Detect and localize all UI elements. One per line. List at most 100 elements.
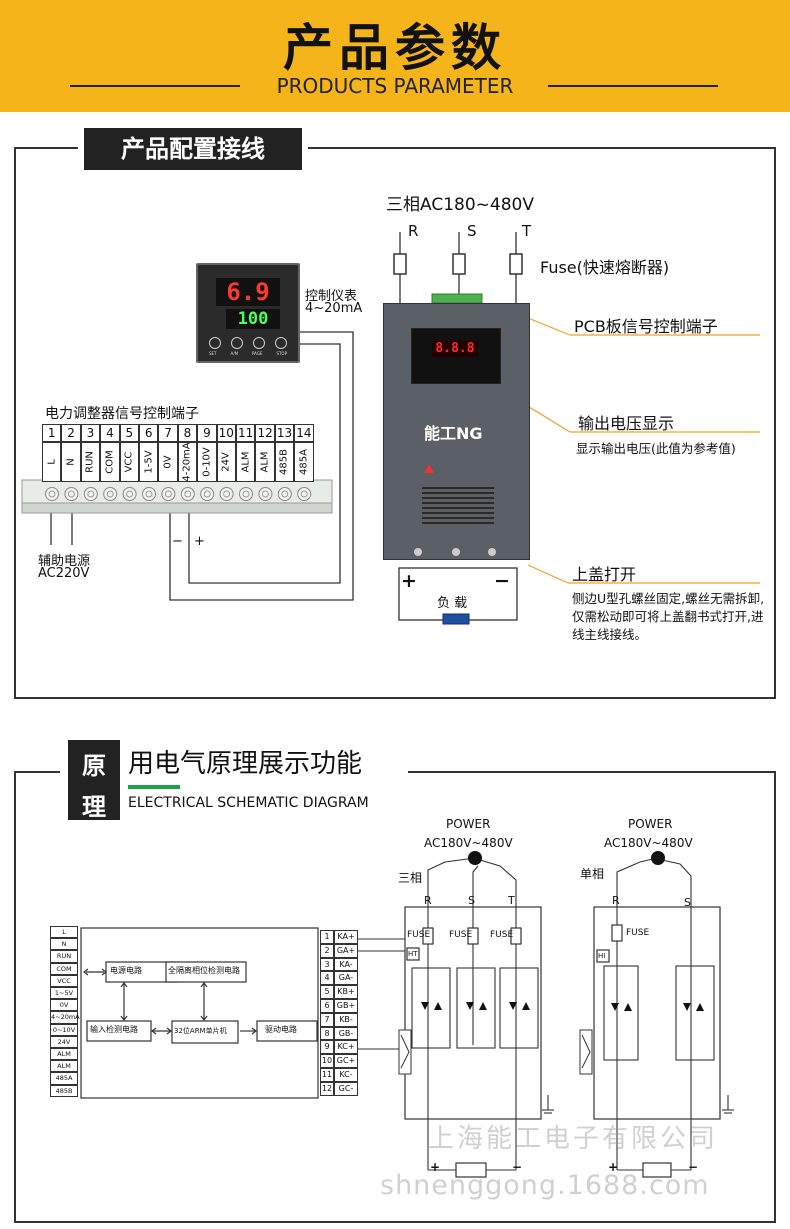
input-terminal: ALM [50,1060,78,1073]
input-detect-block: 输入检测电路 [90,1025,138,1034]
input-terminal: 0~10V [50,1023,78,1036]
output-terminal-number: 3 [320,957,334,972]
page-key-label: PAGE [252,351,263,356]
load-plus: + [401,570,417,592]
output-voltage-note: 显示输出电压(此值为参考值) [576,441,736,456]
am-key-icon[interactable] [231,337,243,349]
am-key-label: A/M [230,351,239,356]
output-terminal: KC- [334,1068,358,1082]
schematic-title: 用电气原理展示功能 [128,749,363,779]
single-phase-label: 单相 [580,867,605,881]
load-minus: − [494,570,510,592]
output-terminal: GA- [334,971,358,986]
pcb-terminal-callout: PCB板信号控制端子 [574,317,718,336]
load-resistor-icon [442,613,470,625]
warning-icon [424,464,434,473]
single-phase-s: S [684,896,691,909]
output-terminal-number: 2 [320,943,334,958]
set-key-label: SET [208,351,217,356]
supply-label: 三相AC180~480V [386,195,534,215]
terminal-label: COM [104,450,116,474]
output-terminal-number: 12 [320,1081,334,1096]
output-terminal: KB+ [334,985,358,999]
three-phase-label: 三相 [398,871,423,885]
screw-w-icon [488,548,496,556]
terminal-screw-icon [219,487,234,501]
terminal-label: 24V [220,452,232,472]
terminal-screw-icon [277,487,292,501]
schematic-subtitle: ELECTRICAL SCHEMATIC DIAGRAM [128,795,369,811]
terminal-label: L [46,459,58,465]
controller-label: 控制仪表 [305,289,358,304]
device-display-panel: 8.8.8 [411,328,501,384]
terminal-screw-icon [239,487,253,501]
output-terminal: GB+ [334,999,358,1013]
plus-terminal-label: + [194,534,205,549]
output-terminal-number: 9 [320,1040,334,1055]
output-terminal-number: 1 [320,930,334,944]
terminal-number: 10 [216,424,236,442]
terminal-label: 0V [162,455,174,469]
phase-s-label: S [467,222,477,240]
output-terminal-number: 6 [320,999,334,1013]
page-subtitle: PRODUCTS PARAMETER [276,74,514,98]
power-regulator-device: 8.8.8 能工NG [383,303,530,560]
terminal-label: 1-5V [143,450,155,474]
output-terminal: KA+ [334,930,358,944]
page-title: 产品参数 [283,19,507,77]
terminal-screw-icon [200,487,215,501]
terminal-screw-icon [122,487,137,501]
stop-key-icon[interactable] [275,337,287,349]
terminal-number: 11 [236,424,256,442]
controller-keys [204,337,292,355]
watermark-url: shnenggong.1688.com [380,1170,710,1201]
input-terminal: RUN [50,950,78,963]
output-terminal-number: 11 [320,1068,334,1082]
device-brand: 能工NG [424,424,483,443]
wiring-section-tag: 产品配置接线 [78,128,308,170]
input-terminal: N [50,938,78,951]
three-phase-power-label: POWER [446,817,491,831]
controller-signal-label: 4~20mA [305,301,363,316]
page-key-icon[interactable] [253,337,265,349]
output-terminal: GB- [334,1026,358,1041]
input-terminal: 485A [50,1072,78,1085]
single-phase-fuse-label: FUSE [626,928,650,938]
single-phase-power-label: POWER [628,817,673,831]
input-terminal: VCC [50,974,78,987]
wiring-section-frame [14,147,776,699]
three-phase-s: S [468,894,475,907]
output-terminal-number: 10 [320,1054,334,1068]
ht-label: HT [408,950,418,958]
three-phase-fuse-label-r: FUSE [407,930,431,940]
single-phase-r: R [612,894,620,907]
stop-key-label: STOP [276,351,287,356]
output-terminal: KC+ [334,1040,358,1055]
output-terminal-number: 7 [320,1012,334,1027]
divider-left [70,85,240,87]
hi-label: HI [598,952,606,960]
output-terminal: KA- [334,957,358,972]
device-display: 8.8.8 [432,341,478,357]
screw-v-icon [452,548,460,556]
vent-grille [422,484,494,524]
load-label: 负 载 [437,596,468,611]
terminal-label: N [65,458,77,466]
output-terminal: GC+ [334,1054,358,1068]
phase-t-label: T [522,222,532,240]
arm-mcu-block: 32位ARM单片机 [174,1027,227,1035]
minus-terminal-label: − [172,534,183,549]
terminal-number: 14 [294,424,314,442]
three-phase-t: T [508,894,515,907]
terminal-title: 电力调整器信号控制端子 [45,406,199,422]
terminal-screw-icon [297,487,312,501]
input-terminal: 0V [50,999,78,1012]
terminal-number: 5 [119,424,139,442]
set-key-icon[interactable] [209,337,221,349]
terminal-screw-icon [103,487,118,501]
input-terminal: 1~5V [50,987,78,1000]
terminal-number: 1 [42,424,62,442]
divider-right [548,85,718,87]
schematic-tag-char1: 原 [82,752,106,780]
